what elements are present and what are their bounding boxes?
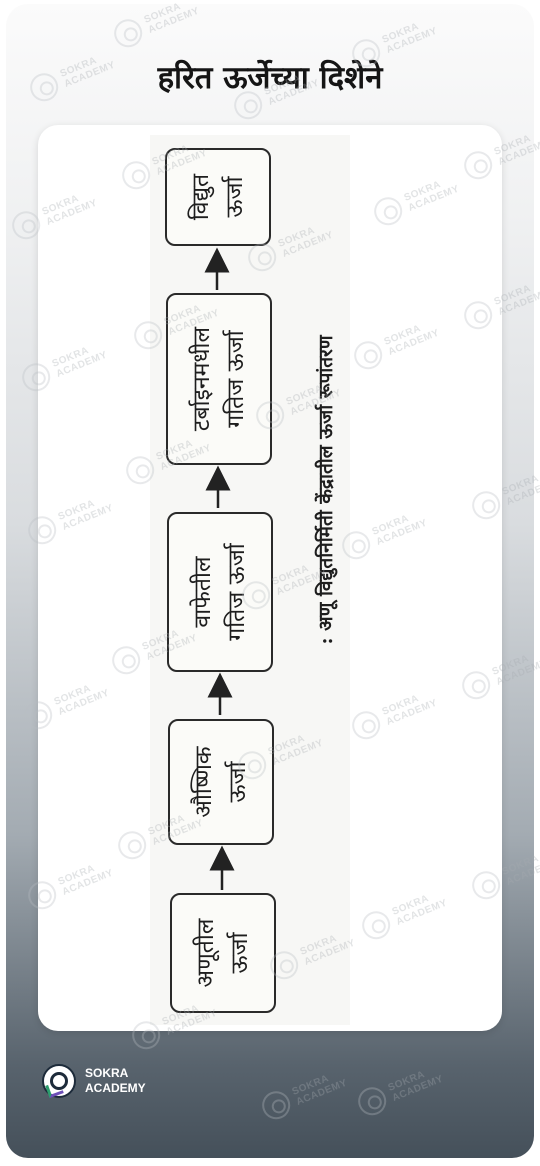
sokra-logo-icon [42, 1064, 76, 1098]
page-title: हरित ऊर्जेच्या दिशेने [157, 60, 383, 96]
box-steam-kinetic-energy: वाफेतील गतिज ऊर्जा [167, 512, 273, 672]
box-steam-kinetic-energy-line1: वाफेतील [190, 556, 216, 628]
brand-line2: ACADEMY [85, 1081, 146, 1095]
box-thermal-energy-line2: ऊर्जा [225, 761, 251, 803]
diagram-caption: : अणू विद्युतनिर्मिती केंद्रातील ऊर्जा र… [315, 335, 337, 645]
box-atomic-energy-line2: ऊर्जा [227, 932, 253, 974]
box-steam-kinetic-energy-line2: गतिज ऊर्जा [224, 543, 250, 641]
box-atomic-energy: अणूतील ऊर्जा [170, 893, 276, 1013]
box-electrical-energy-line1: विद्युत [188, 173, 214, 221]
box-electrical-energy-line2: ऊर्जा [222, 176, 248, 218]
box-thermal-energy: औष्णिक ऊर्जा [168, 719, 274, 845]
brand-badge: SOKRA ACADEMY [42, 1064, 146, 1098]
box-turbine-kinetic-energy-line1: टर्बाइनमधील [189, 326, 215, 432]
box-turbine-kinetic-energy: टर्बाइनमधील गतिज ऊर्जा [166, 293, 272, 465]
box-thermal-energy-line1: औष्णिक [191, 746, 217, 818]
box-electrical-energy: विद्युत ऊर्जा [165, 148, 271, 246]
box-turbine-kinetic-energy-line2: गतिज ऊर्जा [223, 330, 249, 428]
brand-line1: SOKRA [85, 1066, 129, 1080]
box-atomic-energy-line1: अणूतील [193, 918, 219, 988]
